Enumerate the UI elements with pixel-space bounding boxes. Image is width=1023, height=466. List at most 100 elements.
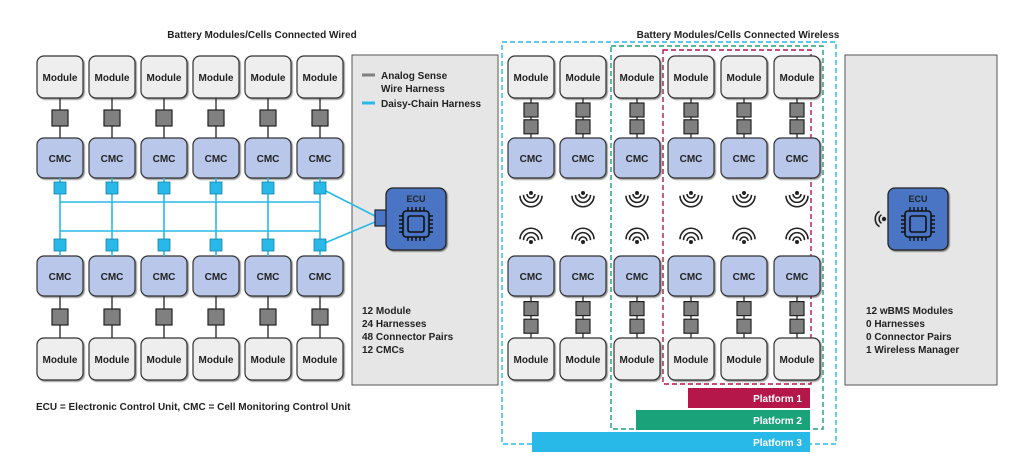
module-label: Module — [620, 73, 655, 84]
wifi-signal-icon — [732, 227, 756, 244]
connector-block — [575, 318, 591, 334]
cmc-label: CMC — [257, 154, 280, 165]
connector-block — [789, 119, 805, 135]
module-box — [192, 337, 240, 381]
connector-block — [207, 109, 225, 127]
cmc-label: CMC — [205, 272, 228, 283]
footnote: ECU = Electronic Control Unit, CMC = Cel… — [36, 402, 351, 413]
ecu-label: ECU — [406, 194, 425, 204]
connector-block — [259, 308, 277, 326]
cmc-box — [507, 137, 555, 179]
connector-block — [523, 318, 539, 334]
wireless-signal-down-icon — [679, 191, 703, 208]
module-box — [667, 337, 715, 381]
wifi-signal-icon — [785, 227, 809, 244]
connector-block — [629, 119, 645, 135]
daisy-chain-connector — [105, 238, 119, 252]
module-box — [244, 337, 292, 381]
cmc-label: CMC — [680, 154, 703, 165]
wifi-signal-icon — [519, 227, 543, 244]
connector-block — [736, 119, 752, 135]
connector-block — [575, 102, 591, 118]
platform-2-bar — [636, 410, 810, 430]
module-label: Module — [514, 73, 549, 84]
module-label: Module — [514, 355, 549, 366]
cmc-label: CMC — [680, 272, 703, 283]
module-label: Module — [727, 355, 762, 366]
cmc-box — [613, 137, 661, 179]
wireless-stat: 0 Harnesses — [866, 319, 925, 330]
module-label: Module — [199, 355, 234, 366]
wireless-signal-down-icon — [519, 191, 543, 208]
connector-block — [575, 301, 591, 317]
legend-analog-line2: Wire Harness — [381, 84, 445, 95]
wifi-signal-icon — [571, 227, 595, 244]
cmc-box — [720, 137, 768, 179]
daisy-chain-connector — [261, 181, 275, 195]
module-label: Module — [674, 355, 709, 366]
connector-block — [575, 119, 591, 135]
wireless-signal-down-icon — [732, 191, 756, 208]
cmc-label: CMC — [786, 272, 809, 283]
cmc-box — [773, 137, 821, 179]
cmc-label: CMC — [101, 154, 124, 165]
wireless-signal-down-icon — [785, 191, 809, 208]
connector-block — [155, 308, 173, 326]
daisy-chain-connector — [209, 238, 223, 252]
module-label: Module — [43, 73, 78, 84]
wired-stat: 24 Harnesses — [362, 319, 427, 330]
cmc-label: CMC — [572, 154, 595, 165]
connector-block — [207, 308, 225, 326]
module-label: Module — [43, 355, 78, 366]
ecu: ECU — [887, 187, 949, 251]
chip-icon — [901, 207, 935, 241]
wireless-signal-down-icon — [625, 191, 649, 208]
legend-analog-line1: Analog Sense — [381, 71, 448, 82]
connector-block — [683, 301, 699, 317]
wireless-stat: 12 wBMS Modules — [866, 306, 954, 317]
wifi-signal-icon — [625, 227, 649, 244]
daisy-chain-connector — [261, 238, 275, 252]
wireless-title: Battery Modules/Cells Connected Wireless — [637, 30, 840, 41]
cmc-label: CMC — [786, 154, 809, 165]
module-label: Module — [251, 73, 286, 84]
wired-stat: 48 Connector Pairs — [362, 332, 454, 343]
module-label: Module — [620, 355, 655, 366]
cmc-label: CMC — [153, 154, 176, 165]
module-box — [773, 337, 821, 381]
wireless-signal-down-icon — [571, 191, 595, 208]
wireless-stat: 1 Wireless Manager — [866, 345, 959, 356]
daisy-chain-connector — [313, 181, 327, 195]
connector-block — [311, 308, 329, 326]
cmc-box — [667, 137, 715, 179]
daisy-chain-wire — [319, 187, 376, 217]
connector-block — [789, 318, 805, 334]
cmc-label: CMC — [626, 154, 649, 165]
wifi-signal-icon — [679, 227, 703, 244]
module-label: Module — [147, 73, 182, 84]
connector-block — [736, 102, 752, 118]
module-box — [296, 337, 344, 381]
platform-2-label: Platform 2 — [753, 416, 802, 427]
module-label: Module — [95, 73, 130, 84]
cmc-label: CMC — [520, 154, 543, 165]
module-box — [613, 337, 661, 381]
connector-block — [523, 102, 539, 118]
connector-block — [51, 308, 69, 326]
connector-block — [523, 119, 539, 135]
wireless-stats: 12 wBMS Modules 0 Harnesses 0 Connector … — [866, 306, 959, 356]
cmc-label: CMC — [733, 154, 756, 165]
legend-daisy: Daisy-Chain Harness — [381, 99, 481, 110]
connector-block — [736, 318, 752, 334]
connector-block — [103, 109, 121, 127]
cmc-label: CMC — [205, 154, 228, 165]
connector-block — [629, 318, 645, 334]
daisy-chain-connector — [157, 181, 171, 195]
daisy-chain-connector — [53, 238, 67, 252]
wired-stat: 12 CMCs — [362, 345, 405, 356]
connector-block — [523, 301, 539, 317]
module-label: Module — [566, 355, 601, 366]
cmc-label: CMC — [309, 272, 332, 283]
